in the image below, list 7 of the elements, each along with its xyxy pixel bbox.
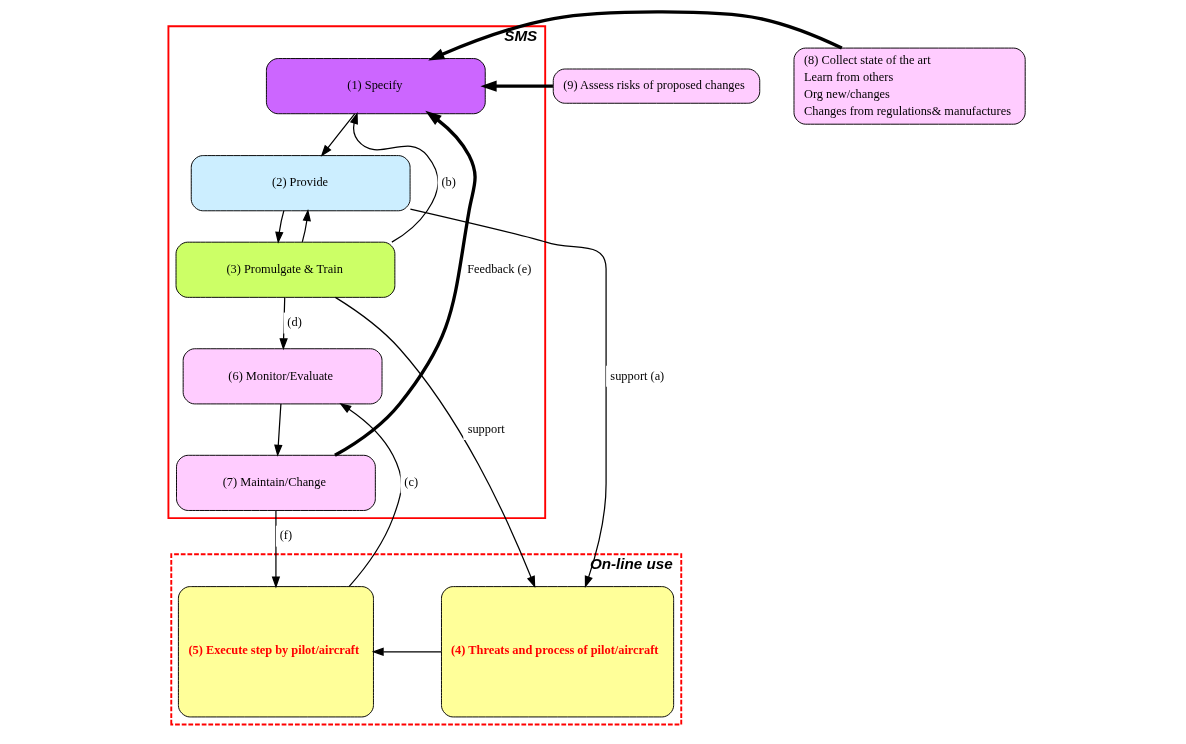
- edge-label: support (a): [610, 368, 665, 383]
- edge-label: (d): [287, 315, 302, 330]
- edge-label: (b): [441, 175, 456, 190]
- edge-label: Feedback (e): [467, 262, 532, 276]
- edge-label: (c): [404, 475, 419, 490]
- edge-label: (f): [279, 528, 293, 543]
- edge-label: support: [467, 421, 505, 436]
